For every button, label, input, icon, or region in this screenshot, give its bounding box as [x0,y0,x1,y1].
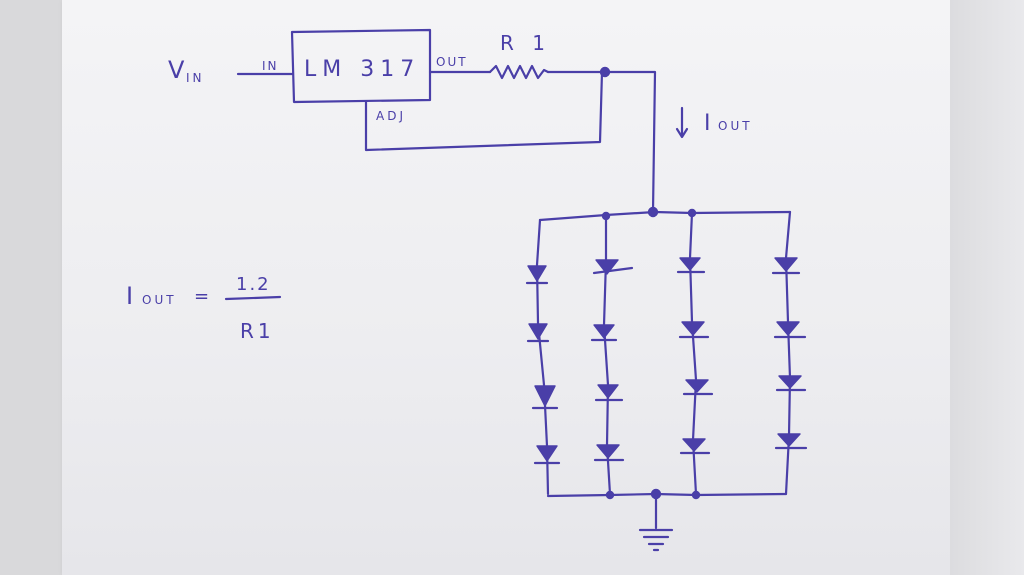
led-top-bus [538,210,792,222]
resistor-r1-label: R 1 [500,31,551,55]
led-column-4-wire [784,210,792,496]
vin-label: V [168,56,185,84]
led-column-4 [771,210,808,496]
top-bus-node-main [647,206,659,218]
led-1-3 [534,385,556,407]
led-column-1 [525,218,561,496]
led-column-3-wire [688,211,698,496]
formula-i: I [126,282,133,310]
led-1-1 [527,265,547,282]
led-2-2 [593,324,615,339]
vin-subscript: IN [186,71,205,85]
formula-denominator: R1 [240,319,275,343]
adj-feedback-wire [364,70,604,152]
led-2-3 [597,384,619,399]
out-pin-label: OUT [436,55,468,69]
formula-equals: = [194,286,209,307]
paper-sheet [62,0,950,575]
led-4-3 [778,375,802,389]
led-2-1 [595,259,619,275]
led-1-4 [536,445,558,462]
led-column-3 [676,211,714,496]
led-1-2 [528,323,548,340]
formula-numerator: 1.2 [236,274,271,295]
current-label: I [704,111,711,136]
led-2-1-bar [592,266,634,275]
ground-icon [638,492,674,552]
led-2-4 [596,444,620,459]
led-3-4 [682,438,706,452]
regulator-label: LM 317 [304,57,420,82]
led-column-2 [590,214,634,496]
led-4-2 [776,321,800,336]
regulator-box [290,28,432,104]
resistor-r1-symbol [488,64,550,80]
node-to-array-wire [603,70,657,214]
led-3-2 [681,321,705,336]
bottom-bus-node-2 [605,490,615,500]
led-3-3 [685,379,709,393]
led-bottom-bus [546,492,788,498]
notebook-page-edge [950,0,1024,575]
led-4-1 [774,257,798,272]
current-subscript: OUT [718,119,753,133]
current-formula: I OUT = 1.2 R1 [126,274,282,343]
led-4-4 [777,433,801,447]
formula-i-subscript: OUT [142,293,177,307]
in-pin-label: IN [262,59,279,73]
bottom-bus-node-3 [691,490,701,500]
adj-pin-label: ADJ [376,109,406,123]
current-arrow-head [675,127,689,139]
led-3-1 [679,257,701,271]
formula-fraction-bar [224,295,282,301]
